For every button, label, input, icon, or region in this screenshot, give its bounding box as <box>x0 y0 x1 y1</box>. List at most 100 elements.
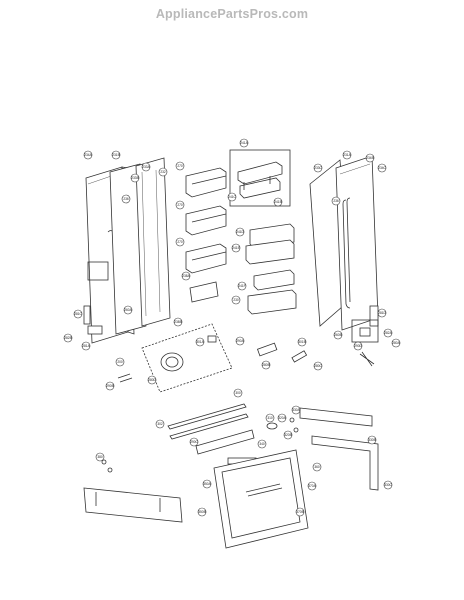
callout-c32: 301A <box>195 337 205 347</box>
svg-text:280B: 280B <box>262 363 269 367</box>
svg-text:231B: 231B <box>112 153 119 157</box>
callout-c25: 282B <box>63 333 73 343</box>
svg-text:310: 310 <box>267 416 273 420</box>
svg-text:282B: 282B <box>64 336 71 340</box>
callout-c01: 234A <box>83 150 93 160</box>
shelf-baskets <box>245 223 297 315</box>
svg-text:260B: 260B <box>334 333 341 337</box>
callout-c06: 241A <box>239 138 249 148</box>
svg-text:370B: 370B <box>296 510 303 514</box>
svg-text:330C: 330C <box>384 483 392 487</box>
callout-c17: 241E <box>231 243 241 253</box>
svg-text:370A: 370A <box>308 484 316 488</box>
callout-c33: 290A <box>235 336 245 346</box>
svg-text:280D: 280D <box>148 378 156 382</box>
svg-text:238B: 238B <box>174 320 181 324</box>
svg-text:350A: 350A <box>203 482 211 486</box>
callout-c26: 281A <box>81 341 91 351</box>
svg-text:290C: 290C <box>190 440 198 444</box>
callout-c49: 330C <box>383 480 393 490</box>
callout-c05: 233B <box>130 173 140 183</box>
svg-text:300: 300 <box>235 391 241 395</box>
svg-text:233B: 233B <box>131 176 138 180</box>
svg-text:234B: 234B <box>366 156 373 160</box>
watermark-text: AppliancePartsPros.com <box>155 7 309 21</box>
callout-c38: 280B <box>261 360 271 370</box>
callout-c07: 241C <box>227 192 237 202</box>
callout-c46: 320B <box>283 430 293 440</box>
right-door <box>309 155 379 331</box>
svg-text:280A: 280A <box>392 341 400 345</box>
svg-text:290B: 290B <box>106 384 113 388</box>
right-hinge-parts <box>351 319 379 367</box>
svg-text:280C: 280C <box>314 364 322 368</box>
callout-c34: 260B <box>333 330 343 340</box>
svg-text:350B: 350B <box>198 510 205 514</box>
svg-text:301B: 301B <box>298 340 305 344</box>
callout-c37: 280A <box>391 338 401 348</box>
svg-text:241F: 241F <box>238 284 245 288</box>
svg-text:330B: 330B <box>368 438 375 442</box>
svg-text:270: 270 <box>177 164 183 168</box>
callout-c36: 290D <box>353 341 363 351</box>
callout-c52: 350B <box>197 507 207 517</box>
callout-c24: 281C <box>73 309 83 319</box>
svg-text:241E: 241E <box>232 246 239 250</box>
callout-c19: 230 <box>231 295 241 305</box>
callout-c15: 270 <box>175 237 185 247</box>
callout-c28: 282A <box>383 328 393 338</box>
callout-c35: 301B <box>297 337 307 347</box>
callout-c16: 241D <box>235 227 245 237</box>
callout-c50: 340 <box>257 439 267 449</box>
svg-text:270: 270 <box>177 203 183 207</box>
callout-c09: 231A <box>342 150 352 160</box>
callout-c04: 232 <box>158 167 168 177</box>
callout-c20: 234C <box>377 163 387 173</box>
callout-c08: 241B <box>273 197 283 207</box>
callout-c18: 241F <box>237 281 247 291</box>
svg-text:231A: 231A <box>343 153 351 157</box>
callout-c22: 238B <box>173 317 183 327</box>
callout-c27: 281D <box>377 308 387 318</box>
callout-c02: 231B <box>111 150 121 160</box>
callout-c11: 234B <box>365 153 375 163</box>
center-components <box>117 342 308 383</box>
svg-text:281D: 281D <box>378 311 386 315</box>
callout-c30: 200 <box>115 357 125 367</box>
svg-text:238A: 238A <box>182 274 190 278</box>
left-door <box>85 157 171 344</box>
callout-c43: 290C <box>189 437 199 447</box>
svg-text:230: 230 <box>233 298 239 302</box>
svg-text:236: 236 <box>123 197 129 201</box>
callout-c21: 238A <box>181 271 191 281</box>
freezer-drawer-assembly <box>83 403 379 549</box>
callout-c54: 370A <box>307 481 317 491</box>
svg-text:241B: 241B <box>274 200 281 204</box>
svg-text:281A: 281A <box>82 344 90 348</box>
small-clip <box>207 335 217 343</box>
callout-c31: 290B <box>105 381 115 391</box>
callout-c12: 236 <box>121 194 131 204</box>
svg-text:233A: 233A <box>142 165 150 169</box>
svg-text:260A: 260A <box>124 308 132 312</box>
svg-text:232: 232 <box>160 170 166 174</box>
svg-text:320B: 320B <box>284 433 291 437</box>
svg-text:281C: 281C <box>74 312 82 316</box>
svg-text:360: 360 <box>314 465 320 469</box>
callout-c39: 280C <box>313 361 323 371</box>
svg-text:241A: 241A <box>240 141 248 145</box>
svg-text:234A: 234A <box>84 153 92 157</box>
callout-c10: 233C <box>313 163 323 173</box>
callout-c14: 270 <box>175 200 185 210</box>
svg-text:301A: 301A <box>196 340 204 344</box>
callout-c42: 302 <box>155 419 165 429</box>
svg-text:290D: 290D <box>354 344 362 348</box>
callout-c03: 233A <box>141 162 151 172</box>
svg-text:330A: 330A <box>292 408 300 412</box>
callout-c55: 370B <box>295 507 305 517</box>
svg-text:380: 380 <box>97 455 103 459</box>
ice-bin-assembly <box>229 149 291 207</box>
svg-text:282A: 282A <box>384 331 392 335</box>
svg-text:302: 302 <box>157 422 163 426</box>
